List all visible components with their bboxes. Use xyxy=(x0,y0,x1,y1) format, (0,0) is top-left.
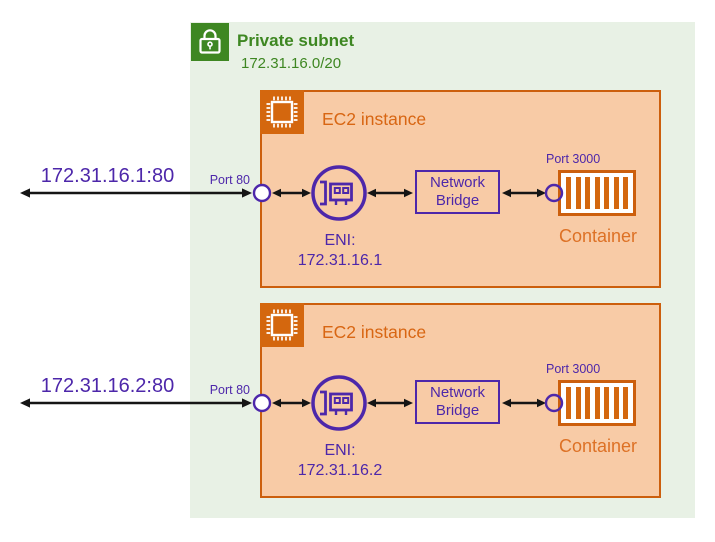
ec2-chip-icon xyxy=(260,90,304,134)
lock-icon xyxy=(191,23,229,61)
subnet-title: Private subnet xyxy=(237,31,355,50)
container-icon xyxy=(558,170,636,216)
external-endpoint-label: 172.31.16.2:80 xyxy=(40,375,175,397)
ec2-instance-title: EC2 instance xyxy=(322,322,427,342)
eni-title: ENI: xyxy=(324,232,356,249)
ec2-chip-icon xyxy=(260,303,304,347)
external-endpoint-label: 172.31.16.1:80 xyxy=(40,165,175,187)
port-3000-label: Port 3000 xyxy=(546,152,601,166)
network-bridge-box: Network Bridge xyxy=(415,170,500,214)
subnet-cidr: 172.31.16.0/20 xyxy=(241,55,342,72)
container-label: Container xyxy=(558,436,638,456)
network-bridge-box: Network Bridge xyxy=(415,380,500,424)
eni-ip: 172.31.16.2 xyxy=(297,461,383,479)
eni-title: ENI: xyxy=(324,442,356,459)
ec2-instance-title: EC2 instance xyxy=(322,109,427,129)
port-80-label: Port 80 xyxy=(209,383,250,397)
port-3000-label: Port 3000 xyxy=(546,362,601,376)
eni-label: ENI: 172.31.16.2 xyxy=(278,441,402,480)
container-label: Container xyxy=(558,226,638,246)
port-80-label: Port 80 xyxy=(209,173,250,187)
eni-ip: 172.31.16.1 xyxy=(297,251,383,269)
container-icon xyxy=(558,380,636,426)
eni-label: ENI: 172.31.16.1 xyxy=(278,231,402,270)
